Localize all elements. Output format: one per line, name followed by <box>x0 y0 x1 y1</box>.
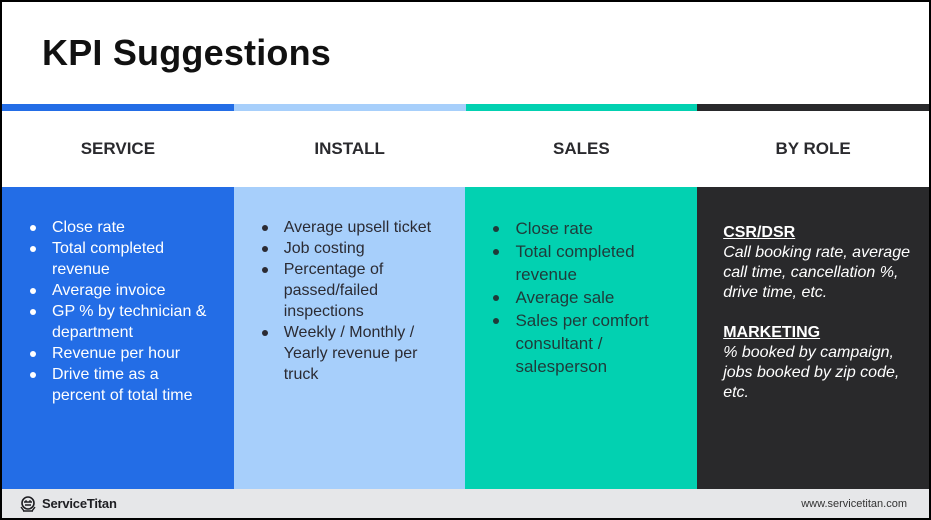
header-service: SERVICE <box>80 139 156 158</box>
role-title: CSR/DSR <box>723 224 796 241</box>
kpi-panels: Close rate Total completed revenue Avera… <box>2 187 929 489</box>
stripe-sales <box>465 104 698 111</box>
servicetitan-logo-icon <box>20 495 36 512</box>
list-item: Drive time as a percent of total time <box>30 364 216 406</box>
color-stripes <box>2 104 929 111</box>
header-sales: SALES <box>553 139 610 158</box>
list-item: Total completed revenue <box>493 240 679 286</box>
page-title: KPI Suggestions <box>42 32 332 73</box>
panel-service: Close rate Total completed revenue Avera… <box>2 187 234 489</box>
stripe-install <box>233 104 466 111</box>
header-by-role: BY ROLE <box>775 139 851 158</box>
sales-list: Close rate Total completed revenue Avera… <box>465 217 697 378</box>
list-item: Average sale <box>493 286 679 309</box>
list-item: Total completed revenue <box>30 238 216 280</box>
install-list: Average upsell ticket Job costing Percen… <box>234 217 466 385</box>
stripe-service <box>2 104 234 111</box>
role-title: MARKETING <box>723 324 821 341</box>
panel-install: Average upsell ticket Job costing Percen… <box>233 187 466 489</box>
website-url: www.servicetitan.com <box>801 497 907 510</box>
role-marketing: MARKETING % booked by campaign, jobs boo… <box>723 323 911 403</box>
role-csr-dsr: CSR/DSR Call booking rate, average call … <box>723 223 911 303</box>
list-item: Sales per comfort consultant / salespers… <box>493 309 679 378</box>
footer: ServiceTitan www.servicetitan.com <box>2 489 929 518</box>
panel-by-role: CSR/DSR Call booking rate, average call … <box>697 187 929 489</box>
servicetitan-logo: ServiceTitan <box>18 494 117 514</box>
list-item: Average invoice <box>30 280 216 301</box>
list-item: Average upsell ticket <box>261 217 448 238</box>
role-description: Call booking rate, average call time, ca… <box>723 244 910 301</box>
header-install: INSTALL <box>314 139 385 158</box>
stripe-by-role <box>697 104 929 111</box>
list-item: Close rate <box>493 217 679 240</box>
list-item: Job costing <box>261 238 448 259</box>
panel-sales: Close rate Total completed revenue Avera… <box>465 187 698 489</box>
service-list: Close rate Total completed revenue Avera… <box>2 217 234 406</box>
list-item: Percentage of passed/failed inspections <box>261 259 448 322</box>
list-item: Close rate <box>30 217 216 238</box>
role-description: % booked by campaign, jobs booked by zip… <box>723 344 900 401</box>
list-item: GP % by technician & department <box>30 301 216 343</box>
column-headers: SERVICE INSTALL SALES BY ROLE <box>2 111 929 187</box>
list-item: Revenue per hour <box>30 343 216 364</box>
list-item: Weekly / Monthly / Yearly revenue per tr… <box>261 322 448 385</box>
brand-name: ServiceTitan <box>42 496 117 511</box>
